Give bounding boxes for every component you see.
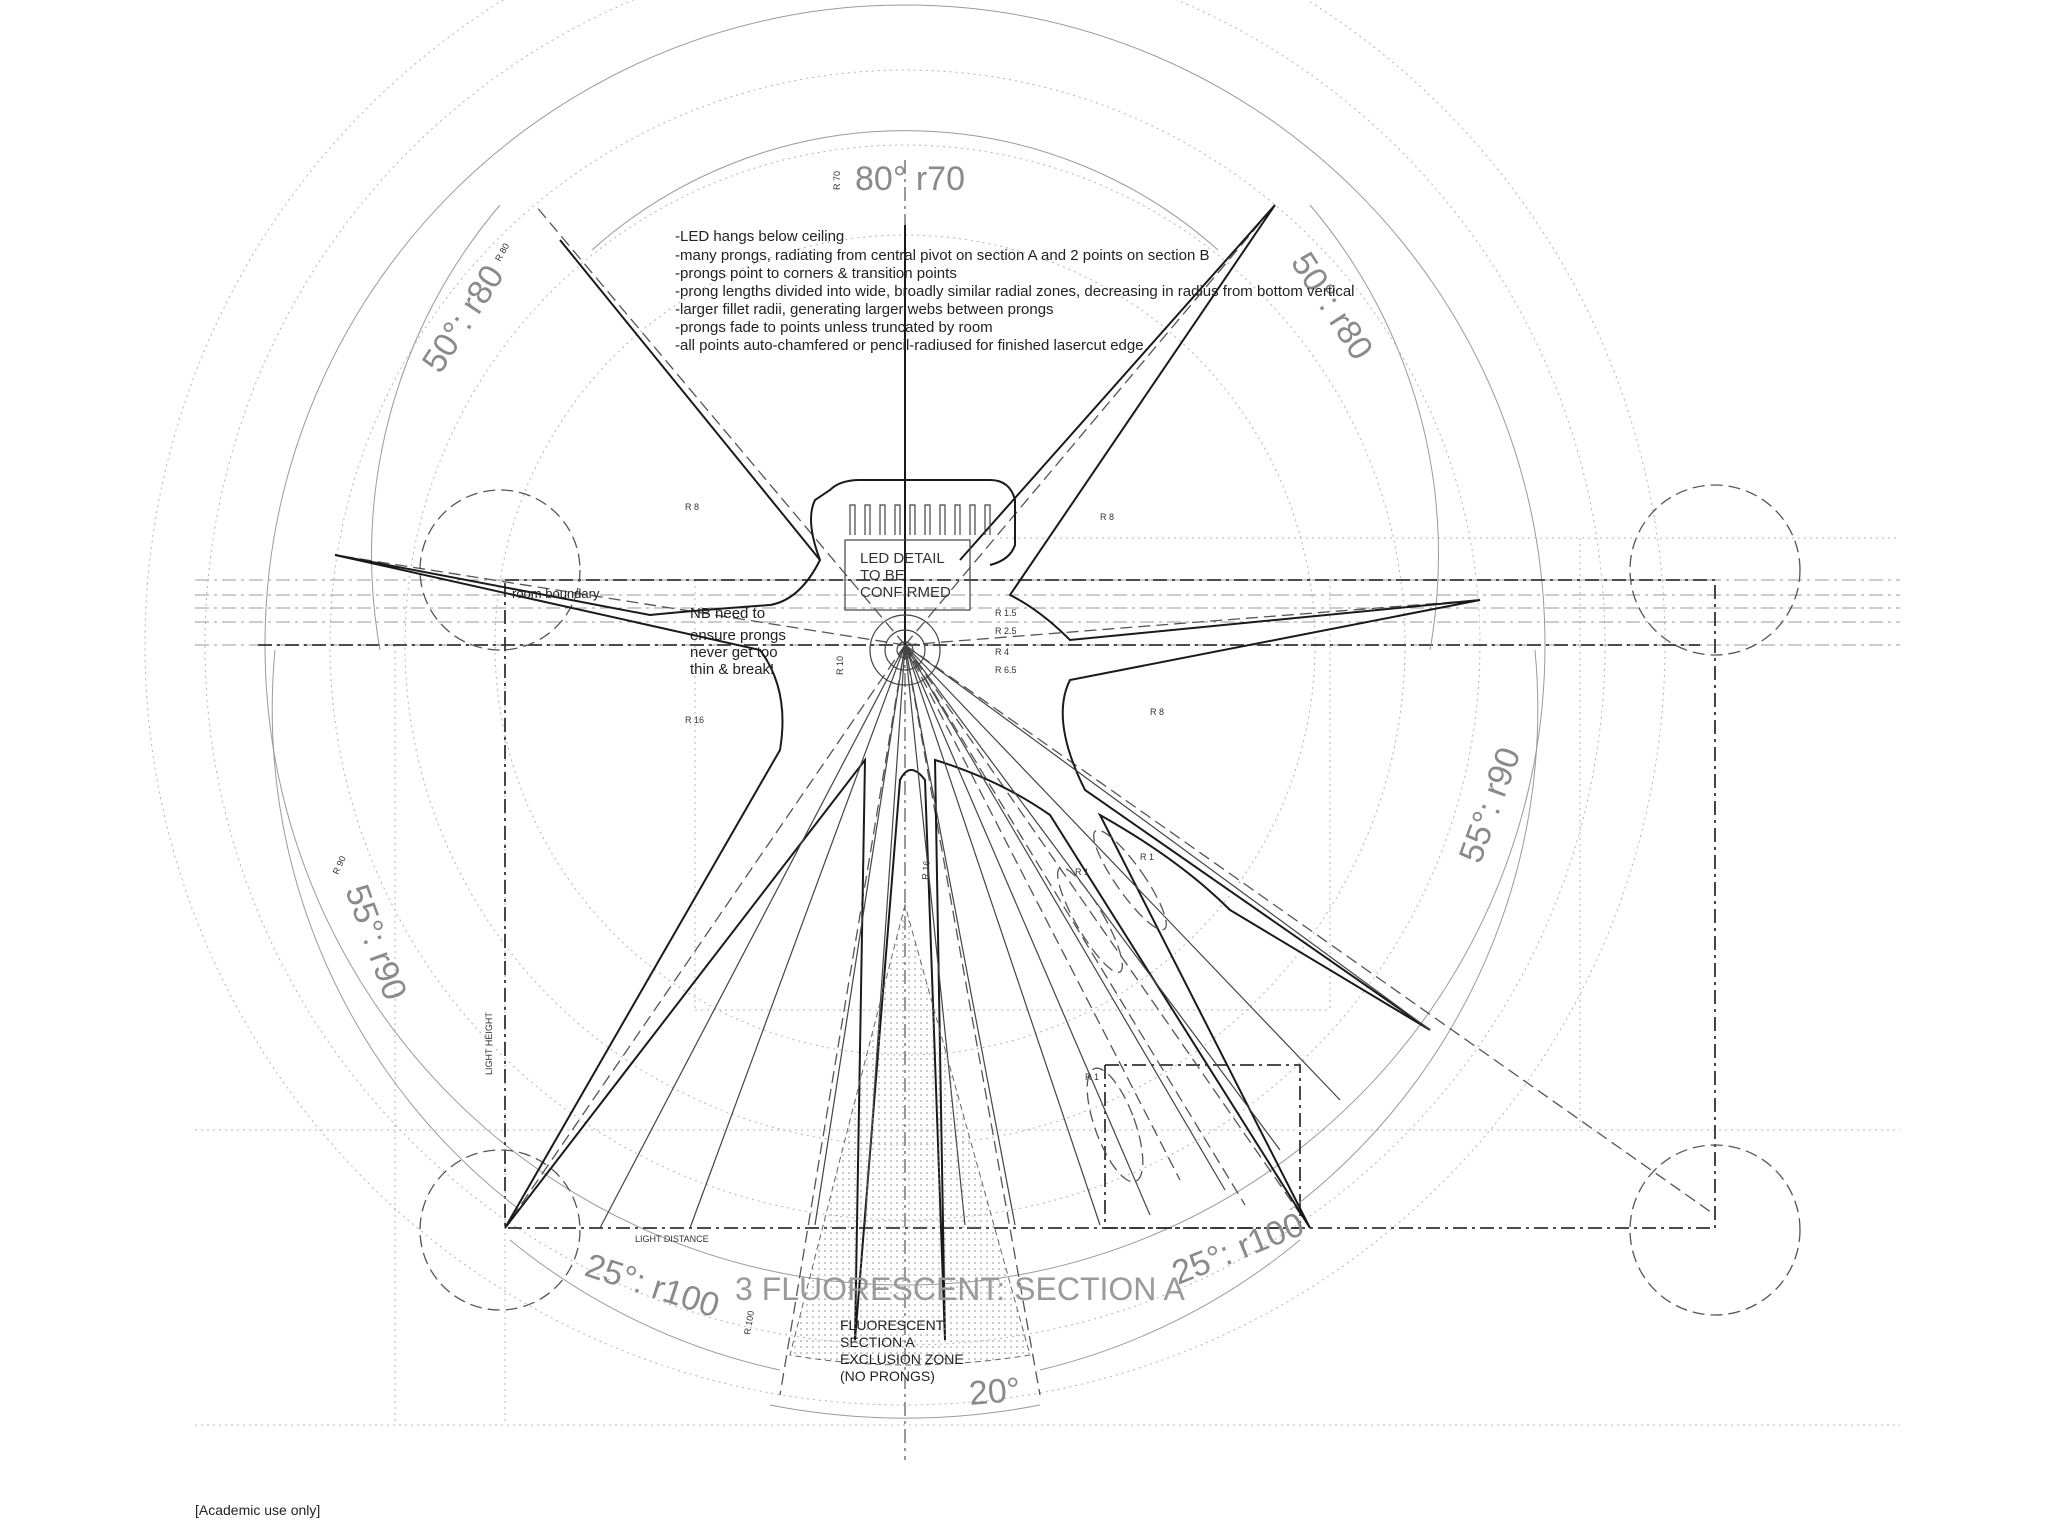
exclusion-line: EXCLUSION ZONE: [840, 1351, 964, 1367]
ensure-note-line: NB need to: [690, 605, 765, 622]
zone-label-top: 80° r70: [855, 160, 965, 198]
led-detail-line: LED DETAIL: [860, 550, 945, 567]
exclusion-zone: [789, 903, 1031, 1366]
prong-fan: [599, 644, 1431, 1229]
zone-arcs: [271, 130, 1539, 1419]
led-detail-label: LED DETAIL TO BE CONFIRMED: [860, 550, 951, 601]
radius-label: R 1.5: [995, 608, 1017, 618]
zone-label-left: 55°: r90: [337, 880, 414, 1005]
zone-label-lower-left: 25°: r100: [581, 1246, 724, 1325]
ensure-note-line: thin & break!: [690, 661, 774, 678]
radius-label: R 8: [1150, 707, 1164, 717]
radius-label: R 16: [685, 715, 704, 725]
exclusion-label: FLUORESCENT SECTION A EXCLUSION ZONE (NO…: [840, 1317, 964, 1384]
corner-circles: [419, 484, 1801, 1316]
led-detail-line: CONFIRMED: [860, 584, 951, 601]
radius-label: R 2.5: [995, 626, 1017, 636]
room-boundary: [258, 579, 1716, 1229]
note-line: -prongs point to corners & transition po…: [675, 265, 957, 282]
ensure-note-line: ensure prongs: [690, 627, 786, 644]
radius-label: R 1: [1075, 867, 1089, 877]
zone-label-bottom-angle: 20°: [967, 1371, 1022, 1413]
radius-label: R 4: [995, 647, 1009, 657]
led-detail-line: TO BE: [860, 567, 905, 584]
radius-label: R 10: [835, 656, 845, 675]
zone-label-right: 55°: r90: [1452, 742, 1529, 867]
light-distance-label: LIGHT DISTANCE: [635, 1234, 709, 1244]
note-line: -many prongs, radiating from central piv…: [675, 247, 1209, 264]
ensure-note-line: never get too: [690, 644, 778, 661]
section-title: 3 FLUORESCENT: SECTION A: [735, 1271, 1186, 1307]
room-boundary-label: room boundary: [512, 586, 600, 601]
radius-label: R 100: [742, 1310, 756, 1335]
light-height-label: LIGHT HEIGHT: [484, 1012, 494, 1075]
note-line: -prongs fade to points unless truncated …: [675, 319, 993, 336]
note-line: -all points auto-chamfered or pencil-rad…: [675, 337, 1144, 354]
radius-label: R 8: [1100, 512, 1114, 522]
ensure-prongs-note: NB need to ensure prongs never get too t…: [690, 605, 786, 678]
exclusion-line: FLUORESCENT: [840, 1317, 945, 1333]
radius-label: R 80: [493, 242, 511, 263]
zone-label-upper-right: 50°: r80: [1283, 246, 1380, 367]
note-line: -larger fillet radii, generating larger …: [675, 301, 1054, 318]
note-line: -prong lengths divided into wide, broadl…: [675, 283, 1355, 300]
exclusion-line: SECTION A: [840, 1334, 915, 1350]
radius-label: R 8: [685, 502, 699, 512]
exclusion-line: (NO PRONGS): [840, 1368, 935, 1384]
radial-guides: [334, 204, 1716, 1396]
design-notes: -LED hangs below ceiling -many prongs, r…: [675, 228, 1355, 354]
lamp-outline: [334, 204, 1481, 1341]
footer-note: [Academic use only]: [195, 1502, 321, 1518]
note-line: -LED hangs below ceiling: [675, 228, 844, 245]
radius-label: R 6.5: [995, 665, 1017, 675]
radius-label: R 90: [331, 854, 348, 875]
zone-label-upper-left: 50°: r80: [415, 258, 512, 379]
radius-label: R 1: [1085, 1072, 1099, 1082]
radius-label: R 16: [920, 860, 932, 880]
radius-label: R 70: [832, 171, 842, 190]
radius-label: R 1: [1140, 852, 1154, 862]
